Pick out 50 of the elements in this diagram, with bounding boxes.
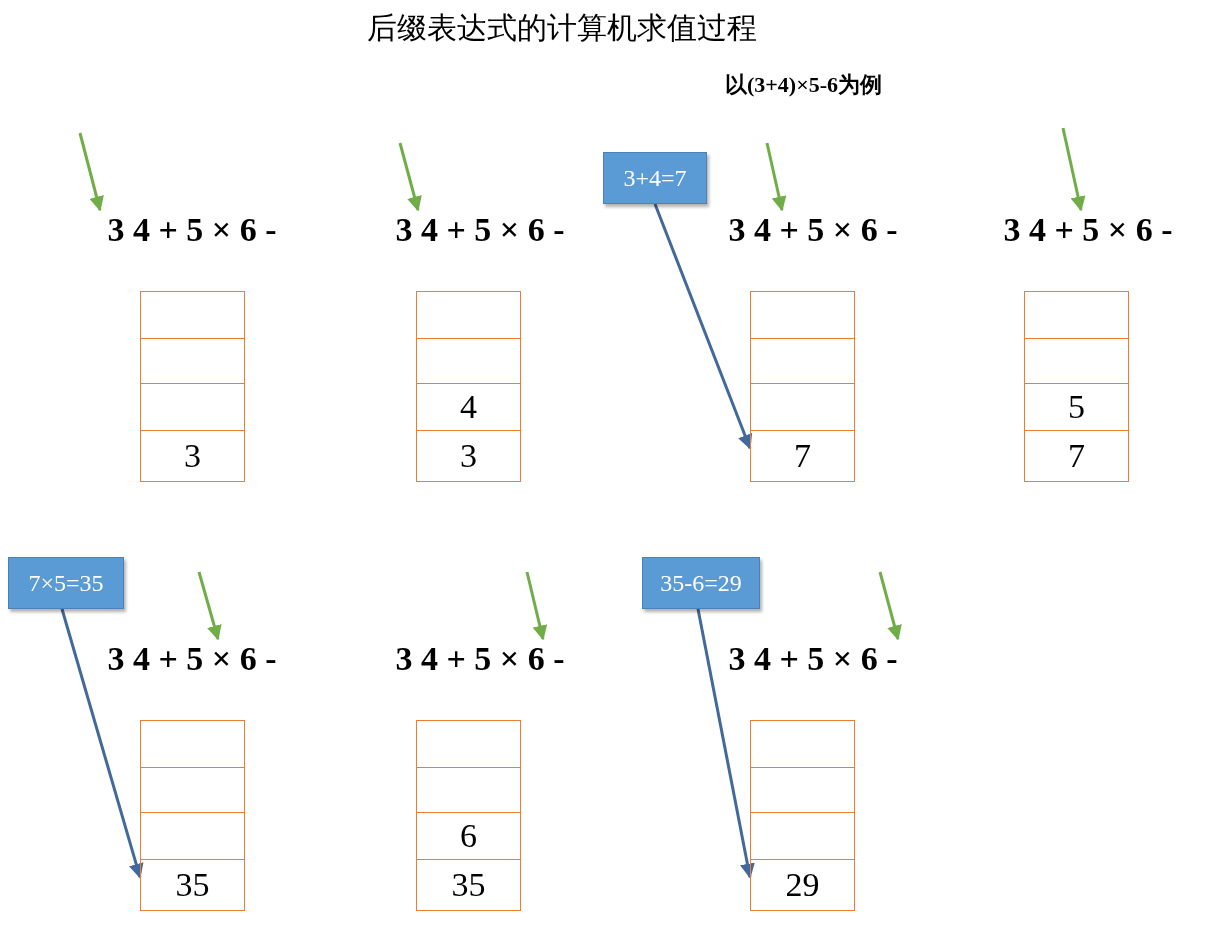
empty-stack-cell — [750, 720, 855, 768]
empty-stack-cell — [416, 767, 521, 813]
stack-cell: 5 — [1024, 383, 1129, 431]
stack-cell: 3 — [416, 430, 521, 482]
postfix-expression: 3 4 + 5 × 6 - — [72, 210, 312, 250]
operation-box: 35-6=29 — [642, 557, 760, 609]
empty-stack-cell — [750, 291, 855, 339]
pointer-arrow — [1061, 127, 1086, 212]
empty-stack-cell — [750, 383, 855, 431]
pointer-arrow — [197, 571, 222, 641]
pointer-arrow — [525, 571, 548, 641]
pointer-arrow — [78, 132, 104, 212]
empty-stack-cell — [140, 720, 245, 768]
stack-cell: 35 — [416, 859, 521, 911]
postfix-expression: 3 4 + 5 × 6 - — [72, 639, 312, 679]
diagram-title: 后缀表达式的计算机求值过程 — [367, 10, 757, 46]
empty-stack-cell — [140, 383, 245, 431]
empty-stack-cell — [416, 338, 521, 384]
stack-cell: 29 — [750, 859, 855, 911]
arrow — [653, 203, 753, 450]
empty-stack-cell — [1024, 291, 1129, 339]
empty-stack-cell — [140, 812, 245, 860]
arrow — [60, 608, 144, 879]
empty-stack-cell — [140, 338, 245, 384]
pointer-arrow — [398, 142, 422, 212]
example-note: 以(3+4)×5-6为例 — [725, 71, 883, 99]
pointer-arrow — [878, 571, 902, 641]
empty-stack-cell — [140, 291, 245, 339]
empty-stack-cell — [140, 767, 245, 813]
empty-stack-cell — [1024, 338, 1129, 384]
empty-stack-cell — [416, 720, 521, 768]
operation-box: 3+4=7 — [603, 152, 707, 204]
postfix-expression: 3 4 + 5 × 6 - — [693, 210, 933, 250]
empty-stack-cell — [750, 812, 855, 860]
operation-box: 7×5=35 — [8, 557, 124, 609]
stack-cell: 4 — [416, 383, 521, 431]
stack-cell: 7 — [750, 430, 855, 482]
pointer-arrow — [765, 142, 787, 212]
empty-stack-cell — [416, 291, 521, 339]
stack-cell: 35 — [140, 859, 245, 911]
postfix-expression: 3 4 + 5 × 6 - — [360, 210, 600, 250]
postfix-expression: 3 4 + 5 × 6 - — [968, 210, 1208, 250]
stack-cell: 3 — [140, 430, 245, 482]
empty-stack-cell — [750, 767, 855, 813]
arrow — [696, 608, 755, 879]
postfix-expression: 3 4 + 5 × 6 - — [693, 639, 933, 679]
empty-stack-cell — [750, 338, 855, 384]
stack-cell: 6 — [416, 812, 521, 860]
postfix-expression: 3 4 + 5 × 6 - — [360, 639, 600, 679]
stack-cell: 7 — [1024, 430, 1129, 482]
